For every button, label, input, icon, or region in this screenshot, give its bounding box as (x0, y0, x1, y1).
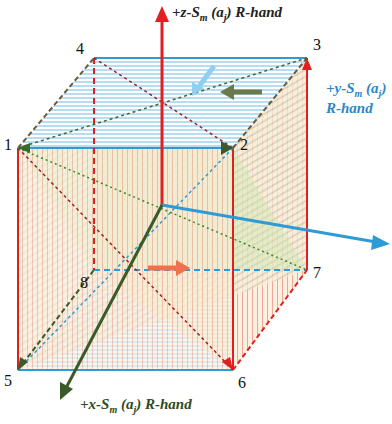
vertex-number: 2 (240, 136, 248, 154)
vertex-number: 5 (4, 372, 12, 390)
vertex-number: 3 (313, 36, 321, 54)
axis-label: +z-Sm (aj) R-hand (172, 4, 282, 24)
vertex-number: 7 (313, 264, 321, 282)
axis-label: +y-Sm (aj) R-hand (326, 80, 388, 117)
vertex-number: 4 (76, 40, 84, 58)
vertex-number: 6 (238, 374, 246, 392)
vertex-number: 1 (4, 136, 12, 154)
vertex-number: 8 (80, 274, 88, 292)
axis-label: +x-Sm (aj) R-hand (80, 396, 192, 416)
